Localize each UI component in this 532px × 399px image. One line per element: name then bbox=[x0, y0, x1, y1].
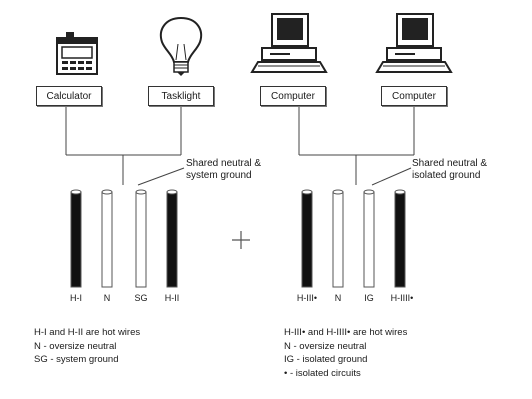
legend-right-line: H-III• and H-IIII• are hot wires bbox=[284, 327, 408, 338]
wire-sg bbox=[135, 189, 147, 288]
wire-h-iiii bbox=[394, 189, 406, 288]
callout-left-line2: system ground bbox=[186, 170, 252, 181]
wire-label-h-i: H-I bbox=[70, 293, 82, 303]
wire-label-ig: IG bbox=[364, 293, 374, 303]
callout-right-line2: isolated ground bbox=[412, 170, 481, 181]
wire-label-n-right: N bbox=[334, 293, 342, 303]
wire-label-h-iiii: H-IIII• bbox=[390, 293, 414, 303]
legend-right: H-III• and H-IIII• are hot wires N - ove… bbox=[284, 326, 407, 380]
callout-right-line1: Shared neutral & bbox=[412, 158, 488, 169]
wire-label-sg: SG bbox=[134, 293, 148, 303]
legend-left-line: N - oversize neutral bbox=[34, 340, 117, 352]
device-label-calculator: Calculator bbox=[36, 86, 102, 106]
legend-left-line: H-I and H-II are hot wires bbox=[34, 327, 141, 338]
wire-ig bbox=[363, 189, 375, 288]
device-label-tasklight: Tasklight bbox=[148, 86, 214, 106]
wire-n-right bbox=[332, 189, 344, 288]
wire-h-ii bbox=[166, 189, 178, 288]
callout-left-line1: Shared neutral & bbox=[186, 158, 262, 169]
legend-right-line: N - oversize neutral bbox=[284, 340, 367, 352]
legend-right-line: • - isolated circuits bbox=[284, 367, 361, 379]
plus-icon bbox=[232, 231, 250, 249]
wire-h-i bbox=[70, 189, 82, 288]
wire-h-iii bbox=[301, 189, 313, 288]
device-label-computer-2: Computer bbox=[381, 86, 447, 106]
wire-n-left bbox=[101, 189, 113, 288]
legend-left-line: SG - system ground bbox=[34, 354, 119, 365]
device-label-computer-1: Computer bbox=[260, 86, 326, 106]
computer-icon bbox=[375, 13, 453, 73]
lightbulb-icon bbox=[160, 16, 202, 76]
wire-label-n-left: N bbox=[103, 293, 111, 303]
legend-left: H-I and H-II are hot wires N - oversize … bbox=[34, 326, 140, 367]
calculator-icon bbox=[56, 32, 98, 75]
wire-label-h-ii: H-II bbox=[164, 293, 180, 303]
legend-right-line: IG - isolated ground bbox=[284, 354, 368, 365]
wire-label-h-iii: H-III• bbox=[296, 293, 318, 303]
computer-icon bbox=[250, 13, 328, 73]
